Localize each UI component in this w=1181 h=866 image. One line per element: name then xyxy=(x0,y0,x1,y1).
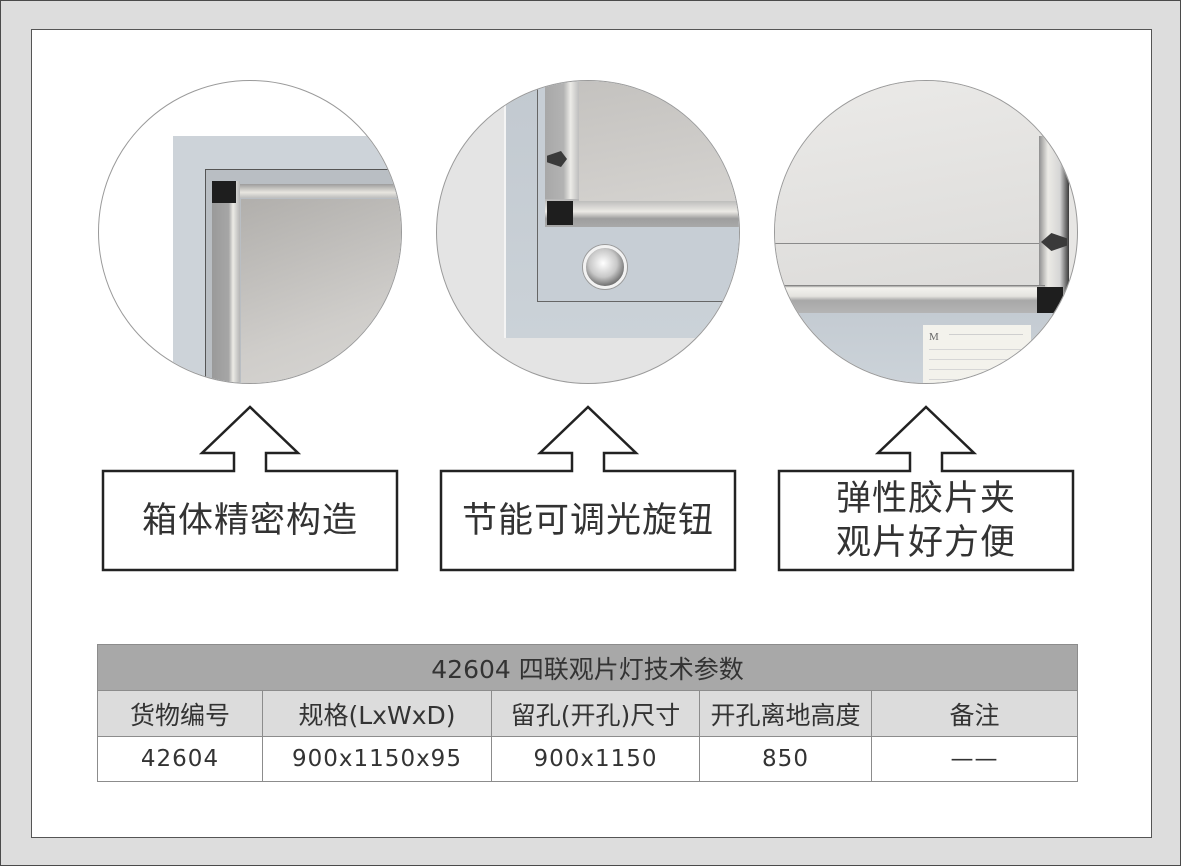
diffuser-panel xyxy=(241,199,401,383)
detail-image-film-clip: M xyxy=(774,80,1078,384)
detail-image-dimmer-knob xyxy=(436,80,740,384)
header-dimensions: 规格(LxWxD) xyxy=(262,690,492,737)
aluminum-rail-left xyxy=(212,181,240,383)
cell-notes: —— xyxy=(870,736,1079,782)
header-cutout-size: 留孔(开孔)尺寸 xyxy=(491,690,700,737)
film-clip-right xyxy=(1041,233,1067,251)
feature-label-dimmer-knob: 节能可调光旋钮 xyxy=(461,501,714,541)
table-row: 42604 900x1150x95 900x1150 850 —— xyxy=(97,736,1079,782)
product-label: M xyxy=(923,325,1031,383)
spec-table-header-row: 货物编号 规格(LxWxD) 留孔(开孔)尺寸 开孔离地高度 备注 xyxy=(97,690,1079,737)
cell-item-number: 42604 xyxy=(97,736,263,782)
corner-cap xyxy=(1037,287,1063,315)
diffuser-panel xyxy=(775,81,1041,291)
spec-table: 42604 四联观片灯技术参数 货物编号 规格(LxWxD) 留孔(开孔)尺寸 … xyxy=(96,644,1079,782)
aluminum-rail-right xyxy=(1039,136,1069,296)
spec-table-title: 42604 四联观片灯技术参数 xyxy=(96,644,1079,691)
diffuser-panel xyxy=(579,81,739,201)
film-clip-left xyxy=(547,151,567,167)
dimmer-knob-icon[interactable] xyxy=(583,245,627,289)
header-item-number: 货物编号 xyxy=(97,690,263,737)
cell-mount-height: 850 xyxy=(699,736,872,782)
header-notes: 备注 xyxy=(870,690,1079,737)
detail-image-box-corner xyxy=(98,80,402,384)
callout-arrow-box-3 xyxy=(777,405,1075,572)
film-edge-line xyxy=(775,243,1041,244)
aluminum-rail-bottom xyxy=(775,285,1045,313)
header-mount-height: 开孔离地高度 xyxy=(699,690,872,737)
aluminum-rail-bottom xyxy=(545,199,739,227)
feature-label-precision-box: 箱体精密构造 xyxy=(141,501,358,541)
callout-arrow-box-1 xyxy=(101,405,399,572)
aluminum-rail-top xyxy=(235,184,401,198)
callout-arrow-box-2 xyxy=(439,405,737,572)
cell-cutout-size: 900x1150 xyxy=(491,736,700,782)
label-logo: M xyxy=(929,331,939,343)
feature-label-film-clip: 弹性胶片夹 观片好方便 xyxy=(835,479,1016,563)
corner-cap xyxy=(212,181,236,203)
corner-cap xyxy=(547,201,573,225)
cell-dimensions: 900x1150x95 xyxy=(262,736,492,782)
aluminum-rail-left xyxy=(545,81,579,209)
